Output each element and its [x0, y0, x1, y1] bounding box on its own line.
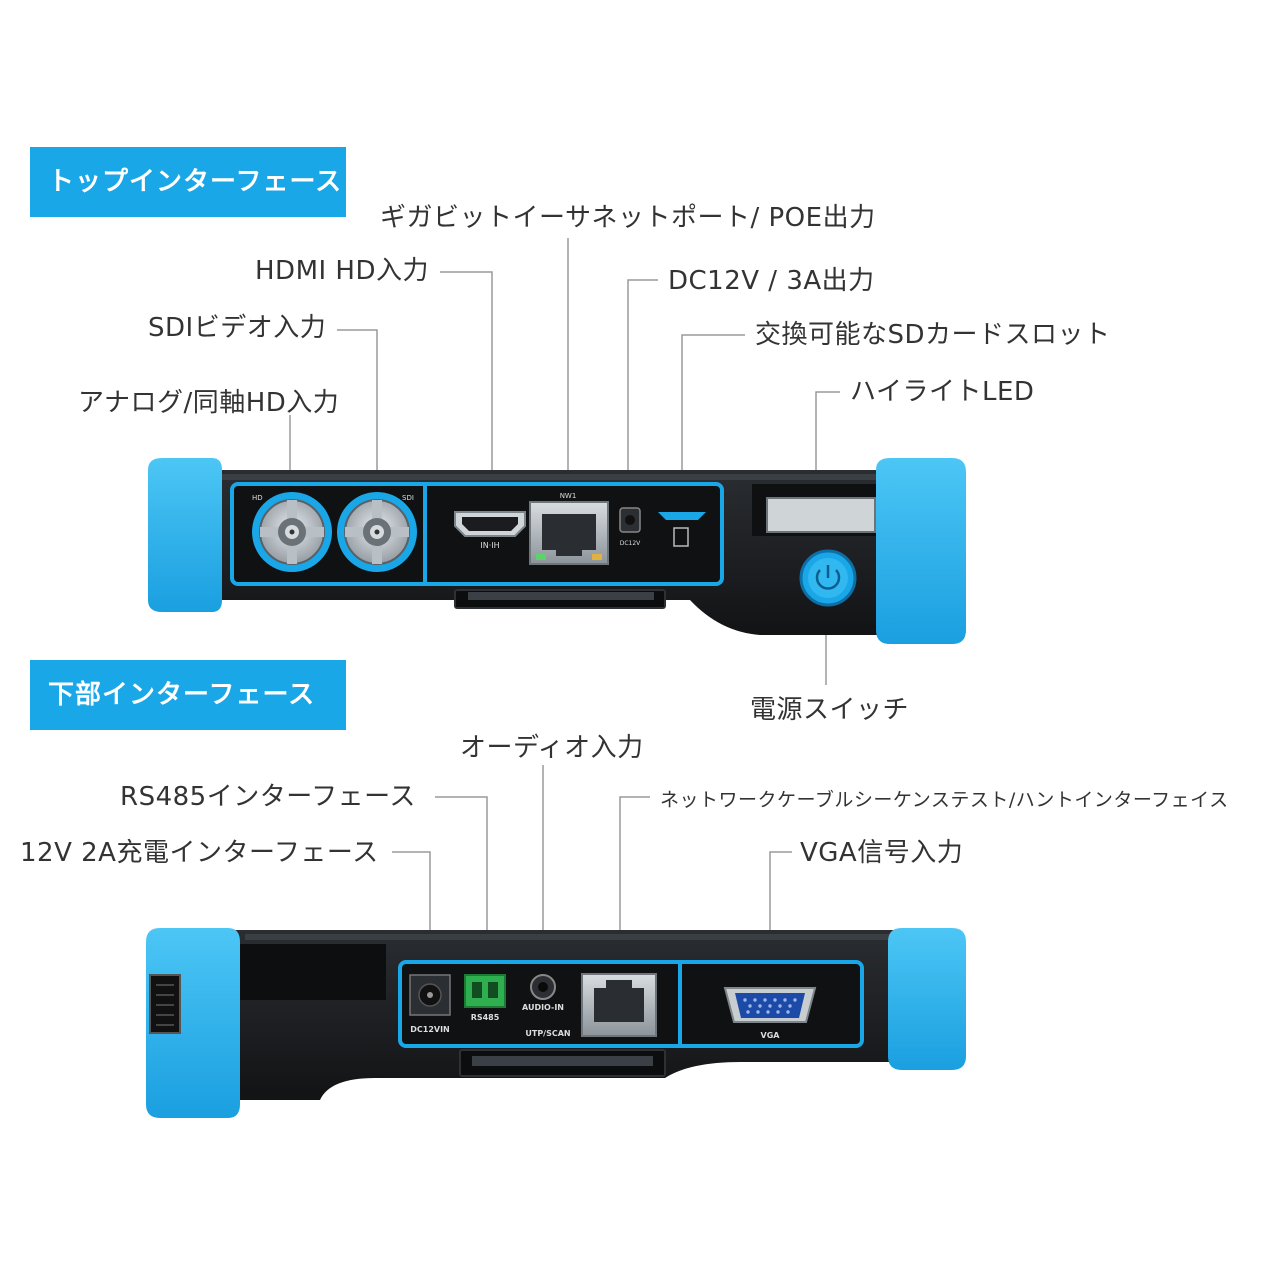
marking-vga: VGA	[761, 1031, 781, 1040]
leader-sdi	[337, 329, 378, 486]
audio-input-jack	[530, 974, 556, 1000]
rs485-terminal	[464, 974, 506, 1008]
label-highlight-led: ハイライトLED	[850, 377, 1035, 407]
marking-hd: HD	[252, 494, 263, 502]
label-power-switch: 電源スイッチ	[750, 695, 910, 725]
leader-rs485	[435, 796, 488, 950]
marking-dc-out: DC12V	[620, 540, 641, 547]
label-vga-input: VGA信号入力	[800, 838, 964, 868]
leader-lines-top	[289, 238, 840, 685]
label-network-cable-test: ネットワークケーブルシーケンステスト/ハントインターフェイス	[660, 789, 1229, 811]
marking-nw: NW1	[560, 492, 577, 500]
marking-rs485: RS485	[471, 1013, 500, 1022]
hdmi-port	[454, 511, 526, 537]
label-sd-card-slot: 交換可能なSDカードスロット	[755, 320, 1111, 350]
bnc-sdi-port	[337, 492, 417, 572]
marking-hdmi-in: IN·IH	[480, 541, 499, 550]
label-sdi-input: SDIビデオ入力	[148, 313, 327, 343]
label-analog-coax-input: アナログ/同軸HD入力	[78, 388, 340, 418]
bumper-right-top	[876, 458, 966, 644]
leader-vga	[769, 851, 792, 950]
bumper-right-bottom	[888, 928, 966, 1070]
power-button	[799, 549, 857, 607]
bnc-hd-port	[252, 492, 332, 572]
label-hdmi-input: HDMI HD入力	[255, 256, 430, 286]
highlight-led-window	[766, 497, 876, 533]
ethernet-port-bottom	[581, 973, 657, 1037]
bottom-device: DC12VIN RS485 AUDIO-IN UTP/SCAN	[146, 928, 966, 1118]
label-audio-input: オーディオ入力	[460, 733, 644, 763]
ethernet-port-top	[529, 501, 609, 565]
section-tag-bottom: 下部インターフェース	[30, 660, 346, 730]
leader-led	[815, 391, 840, 488]
bumper-left-top	[148, 458, 222, 612]
label-charge-interface: 12V 2A充電インターフェース	[20, 838, 379, 868]
label-dc-output: DC12V / 3A出力	[668, 266, 875, 296]
marking-utp: UTP/SCAN	[525, 1029, 570, 1038]
top-device: HD SDI IN·IH NW1	[148, 458, 966, 644]
dc-input-jack	[409, 974, 451, 1016]
vga-port	[723, 987, 817, 1023]
leader-lines-bottom	[392, 765, 792, 950]
label-gigabit-poe: ギガビットイーサネットポート/ POE出力	[380, 203, 876, 233]
section-tag-top: トップインターフェース	[30, 147, 346, 217]
label-rs485: RS485インターフェース	[120, 782, 416, 812]
leader-charge	[392, 851, 431, 950]
leader-dc	[627, 279, 658, 486]
marking-sdi: SDI	[402, 494, 414, 502]
marking-audio-in: AUDIO-IN	[522, 1003, 564, 1012]
marking-dc-in: DC12VIN	[410, 1025, 450, 1034]
sd-card-slot	[658, 512, 706, 547]
leader-hdmi	[440, 271, 493, 486]
leader-sdcard	[681, 334, 745, 486]
dc-output-jack	[619, 507, 641, 533]
leader-network	[619, 796, 650, 950]
